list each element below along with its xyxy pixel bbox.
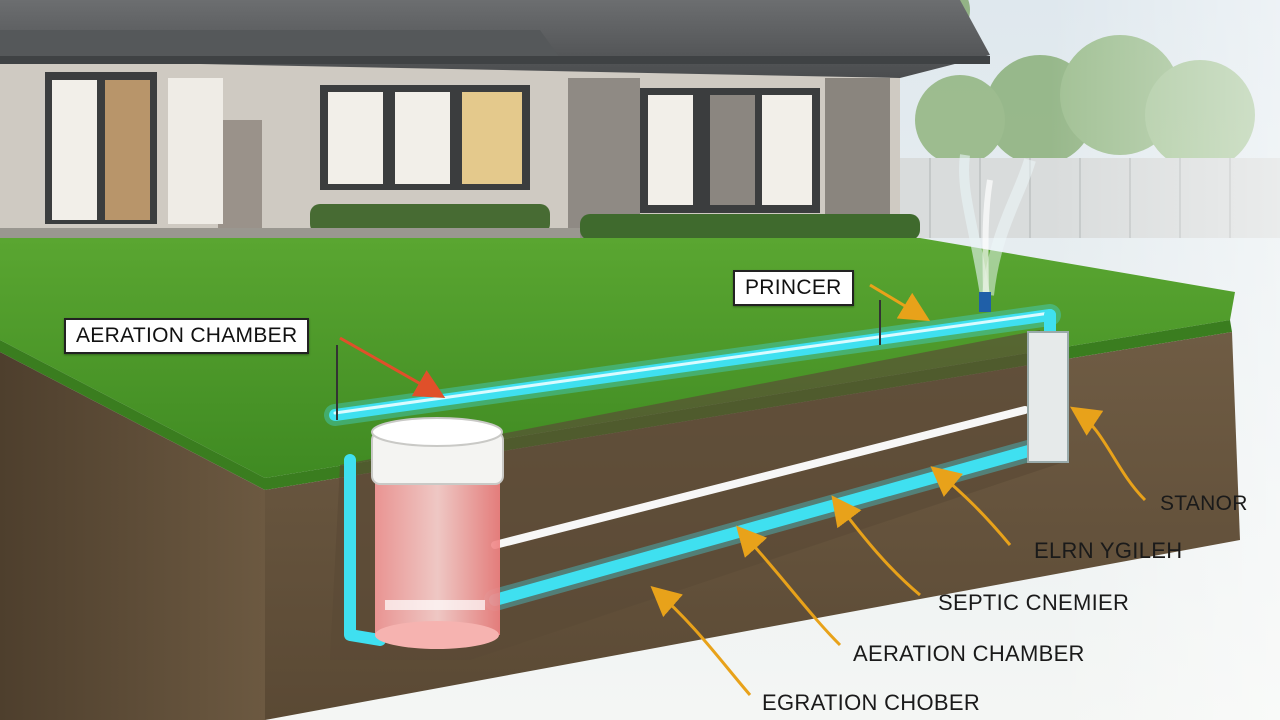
sprinkler-head <box>979 292 991 312</box>
soil-left-face <box>0 352 265 720</box>
aeration-chamber-bottom-label: AERATION CHAMBER <box>853 641 1085 666</box>
aeration-chamber-top-label: AERATION CHAMBER <box>64 318 310 354</box>
aeration-top-arrow <box>339 336 446 398</box>
egration-chober-label: EGRATION CHOBER <box>762 690 981 715</box>
sprinkler-spray <box>959 154 1036 296</box>
septic-tank <box>371 417 504 649</box>
sprinkler-label: PRINCER <box>733 270 854 306</box>
sprinkler-arrow <box>869 283 931 322</box>
stanor-label: STANOR <box>1160 492 1248 515</box>
egration-arrow <box>650 586 752 696</box>
septic-chamber-arrow <box>831 495 921 597</box>
elrn-ygileh-arrow <box>930 466 1012 546</box>
aeration-bottom-arrow <box>735 525 842 647</box>
stanor-arrow <box>1070 406 1147 502</box>
elrn-ygileh-label: ELRN YGILEH <box>1034 538 1183 563</box>
house <box>0 0 990 240</box>
septic-chamber-label: SEPTIC CNEMIER <box>938 590 1130 615</box>
distribution-box <box>1027 331 1069 463</box>
